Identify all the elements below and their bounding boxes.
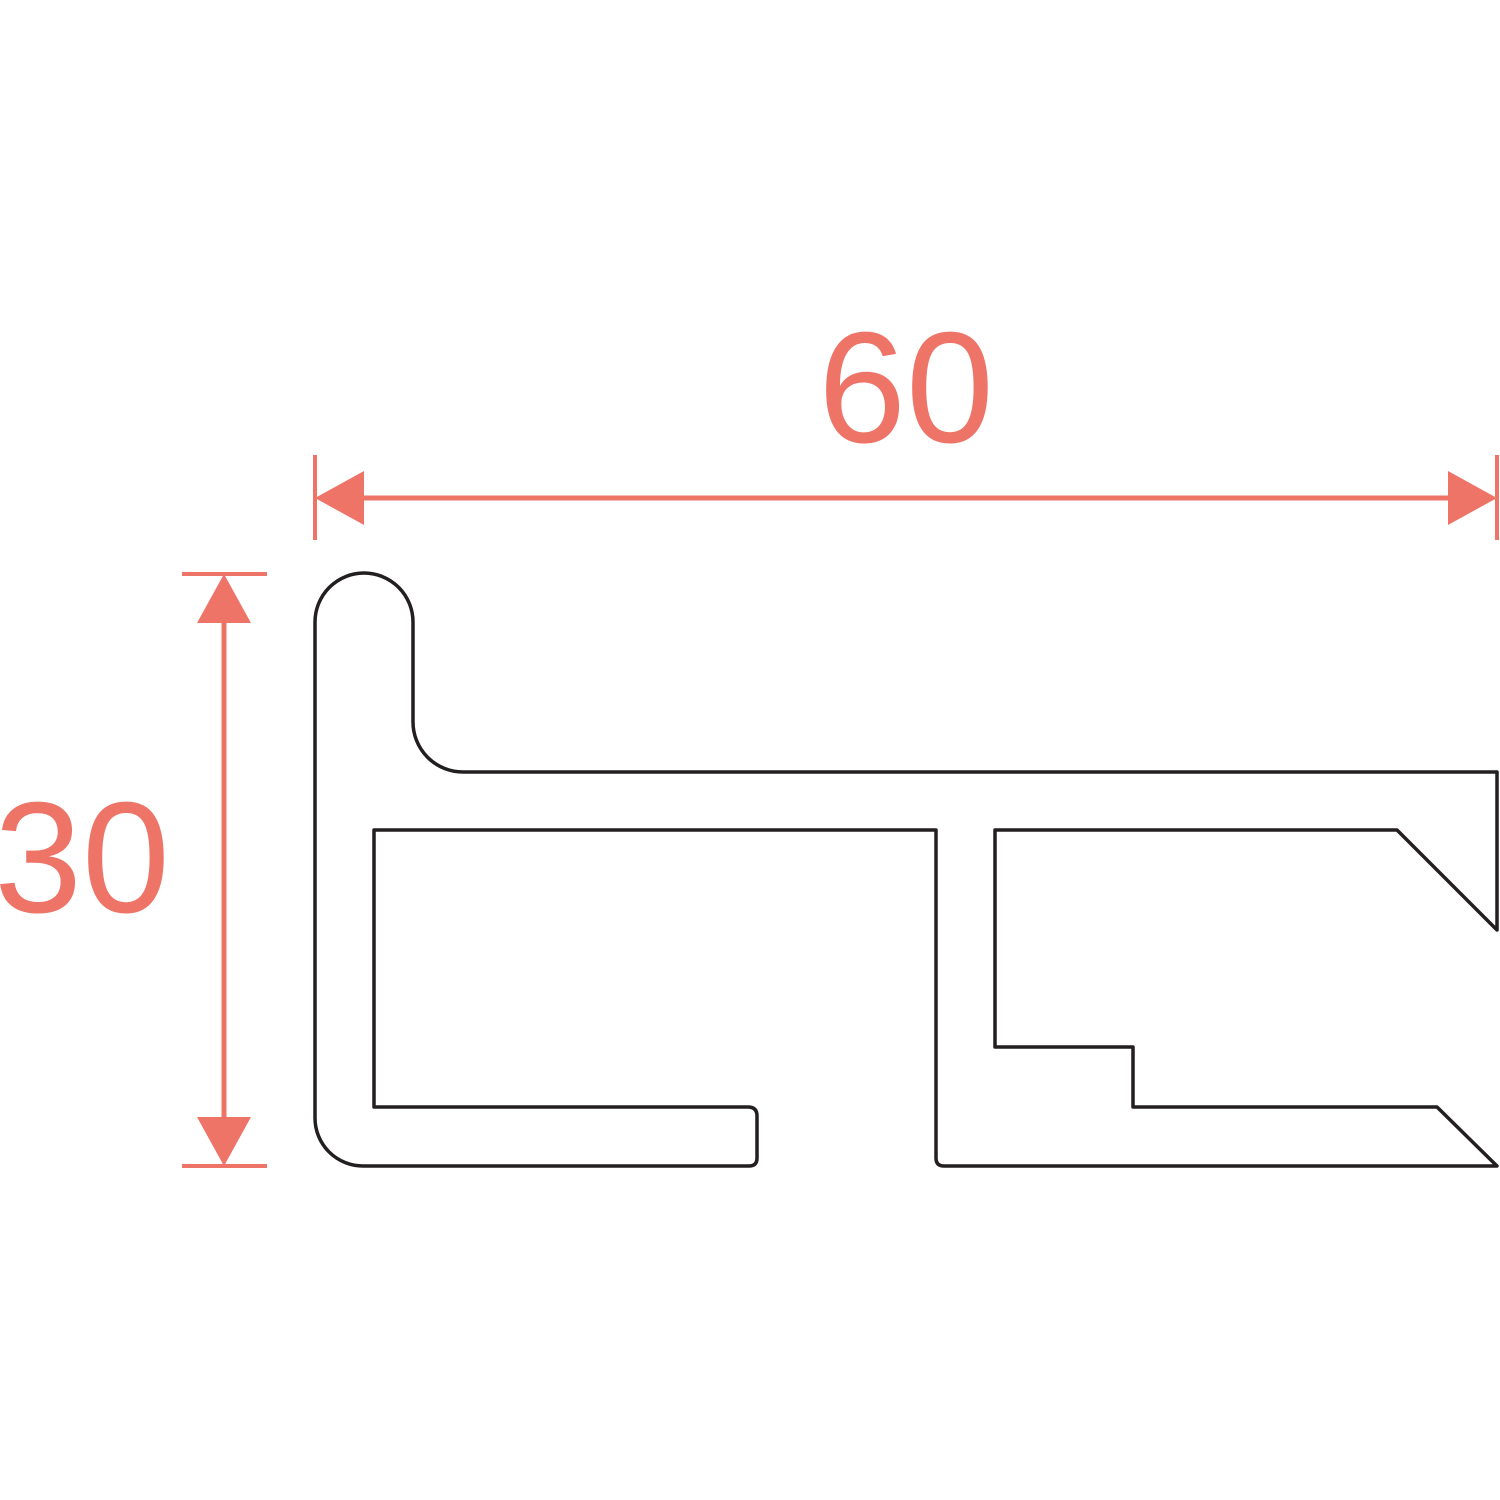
width-label: 60 xyxy=(818,300,994,476)
width-arrow-right xyxy=(1448,471,1497,525)
height-arrow-top xyxy=(197,574,251,623)
width-dimension: 60 xyxy=(313,300,1499,540)
profile-outline xyxy=(313,571,1499,1168)
width-arrow-left xyxy=(315,471,364,525)
height-dimension: 30 xyxy=(0,572,267,1168)
height-arrow-bottom xyxy=(197,1117,251,1166)
height-label: 30 xyxy=(0,770,170,946)
